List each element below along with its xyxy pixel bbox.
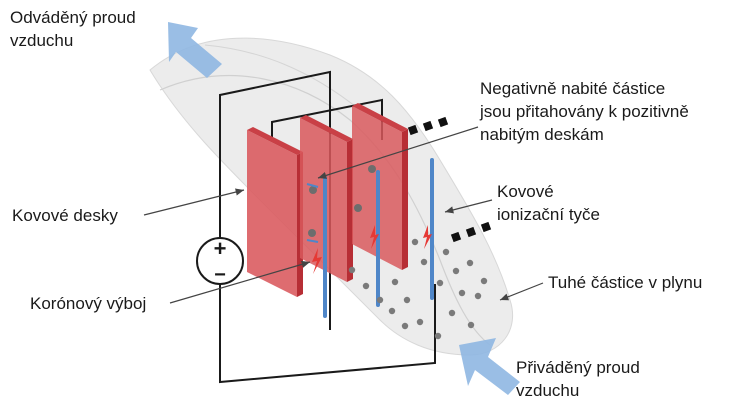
inflow-arrow <box>459 338 520 395</box>
label-inflow: Přiváděný proud vzduchu <box>516 356 640 402</box>
power-plus-sign: + <box>214 236 227 261</box>
ellipsis-dots-bottom <box>450 221 492 243</box>
label-inflow-line1: Přiváděný proud <box>516 358 640 377</box>
label-metal-plates: Kovové desky <box>12 204 118 227</box>
label-ionizing-rods: Kovové ionizační tyče <box>497 180 600 226</box>
power-source: + − <box>196 236 244 286</box>
leader-rods <box>444 199 493 214</box>
label-negative-line2: jsou přitahovány k pozitivně <box>480 102 689 121</box>
label-outflow: Odváděný proud vzduchu <box>10 6 136 52</box>
charged-particles <box>308 165 376 237</box>
label-rods-line2: ionizační tyče <box>497 205 600 224</box>
leader-corona <box>169 260 311 304</box>
label-corona-line1: Korónový výboj <box>30 294 147 313</box>
label-outflow-line1: Odváděný proud <box>10 8 136 27</box>
label-corona-discharge: Korónový výboj <box>30 292 146 315</box>
label-rods-line1: Kovové <box>497 182 554 201</box>
ellipsis-dots-top <box>407 116 449 136</box>
outflow-arrow <box>168 22 222 78</box>
label-negative-particles: Negativně nabité částice jsou přitahován… <box>480 77 689 146</box>
label-outflow-line2: vzduchu <box>10 31 74 50</box>
label-inflow-line2: vzduchu <box>516 381 580 400</box>
power-minus-sign: − <box>214 264 226 286</box>
leader-plates <box>143 188 245 216</box>
label-negative-line1: Negativně nabité částice <box>480 79 666 98</box>
wire-return <box>219 284 436 384</box>
gas-stream-fold-2 <box>204 44 361 111</box>
label-particles-line1: Tuhé částice v plynu <box>548 273 703 292</box>
metal-plate-1 <box>247 127 303 297</box>
leader-lines <box>143 126 544 304</box>
solid-particles <box>348 238 488 340</box>
particle-motion-arrows <box>306 183 319 243</box>
label-negative-line3: nabitým deskám <box>480 125 604 144</box>
label-plates-line1: Kovové desky <box>12 206 118 225</box>
leader-particles <box>499 282 544 301</box>
corona-sparks <box>312 225 432 274</box>
leader-negative <box>317 126 479 179</box>
ionizing-rods <box>323 158 434 318</box>
label-solid-particles: Tuhé částice v plynu <box>548 271 702 294</box>
